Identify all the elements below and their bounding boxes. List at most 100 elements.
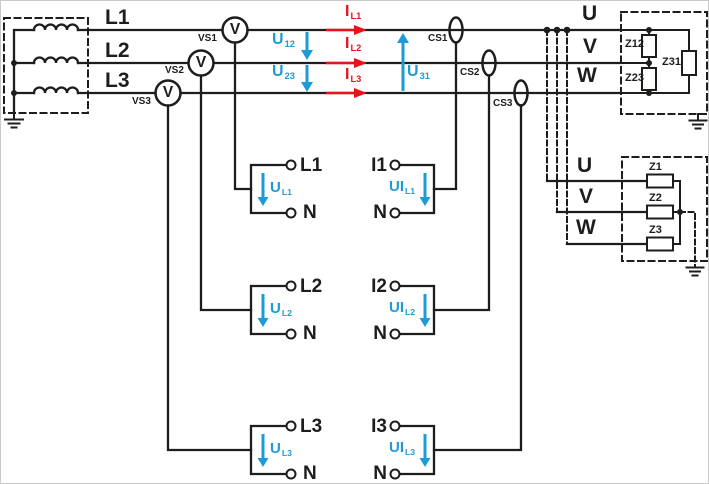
- voltage-terminal-label: L3: [300, 416, 323, 437]
- phase-label-l1: L1: [105, 6, 130, 29]
- impedance-z31: [681, 50, 697, 76]
- current-arrow-il3: [326, 88, 367, 98]
- current-arrow-il2: [326, 58, 367, 68]
- delta-load-box: [620, 11, 708, 130]
- voltage-input-box-l2: [249, 280, 297, 340]
- impedance-label-z1: Z1: [649, 161, 662, 173]
- ground-icon: [688, 113, 708, 130]
- vs2-label: VS2: [165, 65, 184, 76]
- terminal: [389, 328, 401, 340]
- load-terminal-w: W: [576, 216, 596, 239]
- current-label-il1: IL1: [345, 3, 362, 22]
- cs2-wire: [432, 74, 491, 312]
- inductor-coil-l3: [32, 86, 80, 95]
- terminal: [285, 468, 297, 480]
- ground-icon: [685, 266, 705, 277]
- current-terminal-label: I3: [371, 416, 387, 437]
- cs3-wire: [432, 104, 523, 452]
- voltage-label-u12: U12: [272, 31, 295, 50]
- voltage-arrow-u12: [301, 32, 313, 60]
- current-arrow-label: UIL3: [389, 439, 416, 458]
- neutral-terminal-label: N: [303, 323, 317, 344]
- impedance-label-z3: Z3: [649, 224, 662, 236]
- vs3-symbol: V: [162, 84, 174, 101]
- impedance-z3: [646, 236, 674, 252]
- voltage-arrow-u23: [301, 65, 313, 92]
- star-load-box: [621, 156, 708, 277]
- neutral-terminal-label: N: [373, 202, 387, 223]
- voltage-label-u31: U31: [407, 63, 430, 82]
- impedance-z23: [641, 67, 657, 91]
- inductor-coil-l2: [32, 56, 80, 65]
- impedance-z12: [641, 34, 657, 58]
- bus-terminal-u: U: [582, 2, 598, 25]
- load-terminal-v: V: [579, 185, 594, 208]
- current-sensor-cs1: [448, 16, 464, 44]
- voltage-label-u23: U23: [272, 63, 295, 82]
- phase-label-l3: L3: [105, 69, 130, 92]
- cs2-label: CS2: [460, 67, 480, 78]
- voltage-arrow-u31: [397, 33, 409, 91]
- terminal: [389, 468, 401, 480]
- neutral-terminal-label: N: [373, 323, 387, 344]
- load-terminal-u: U: [577, 154, 593, 177]
- vs1-symbol: V: [229, 21, 241, 38]
- impedance-label-z31: Z31: [662, 56, 681, 68]
- vs1-wire: [233, 41, 253, 191]
- vs3-wire: [166, 104, 253, 452]
- impedance-label-z12: Z12: [625, 38, 644, 50]
- cs3-label: CS3: [493, 98, 513, 109]
- current-label-il2: IL2: [345, 35, 362, 54]
- inductor-coil-l1: [32, 23, 80, 32]
- voltage-terminal-label: L2: [300, 276, 323, 297]
- terminal: [285, 159, 297, 171]
- current-arrow-label: UIL1: [389, 178, 416, 197]
- terminal: [389, 420, 401, 432]
- impedance-label-z23: Z23: [625, 72, 644, 84]
- ground-icon: [4, 112, 24, 129]
- current-arrow-label: UIL2: [389, 299, 416, 318]
- terminal: [285, 420, 297, 432]
- voltage-sensor-vs3: [154, 79, 182, 107]
- cs1-wire: [432, 41, 458, 191]
- neutral-terminal-label: N: [303, 202, 317, 223]
- voltage-input-box-l3: [249, 420, 297, 480]
- impedance-label-z2: Z2: [649, 192, 662, 204]
- terminal: [285, 328, 297, 340]
- current-arrow-il1: [326, 25, 367, 35]
- vs2-wire: [199, 74, 253, 312]
- vs2-symbol: V: [195, 54, 207, 71]
- current-input-box-i3: [389, 420, 436, 480]
- source-box: [3, 17, 89, 129]
- voltage-sensor-vs2: [187, 49, 215, 77]
- voltage-input-box-l1: [249, 159, 297, 219]
- terminal: [389, 280, 401, 292]
- bus-terminal-v: V: [583, 35, 598, 58]
- terminal: [389, 159, 401, 171]
- current-input-box-i1: [389, 159, 436, 219]
- current-input-box-i2: [389, 280, 436, 340]
- phase-label-l2: L2: [105, 39, 130, 62]
- cs1-label: CS1: [428, 33, 448, 44]
- neutral-terminal-label: N: [303, 463, 317, 484]
- impedance-z1: [646, 173, 674, 189]
- terminal: [285, 280, 297, 292]
- voltage-arrow-label: UL3: [270, 440, 292, 459]
- current-sensor-cs2: [481, 49, 497, 77]
- current-sensor-cs3: [513, 79, 529, 107]
- terminal: [285, 207, 297, 219]
- terminal: [389, 207, 401, 219]
- vs3-label: VS3: [132, 96, 151, 107]
- voltage-sensor-vs1: [221, 16, 249, 44]
- voltage-arrow-label: UL2: [270, 300, 292, 319]
- impedance-z2: [646, 204, 674, 220]
- voltage-arrow-label: UL1: [270, 179, 292, 198]
- neutral-terminal-label: N: [373, 463, 387, 484]
- vs1-label: VS1: [198, 33, 217, 44]
- current-label-il3: IL3: [345, 66, 362, 85]
- voltage-terminal-label: L1: [300, 155, 323, 176]
- bus-terminal-w: W: [577, 64, 597, 87]
- current-terminal-label: I1: [371, 155, 387, 176]
